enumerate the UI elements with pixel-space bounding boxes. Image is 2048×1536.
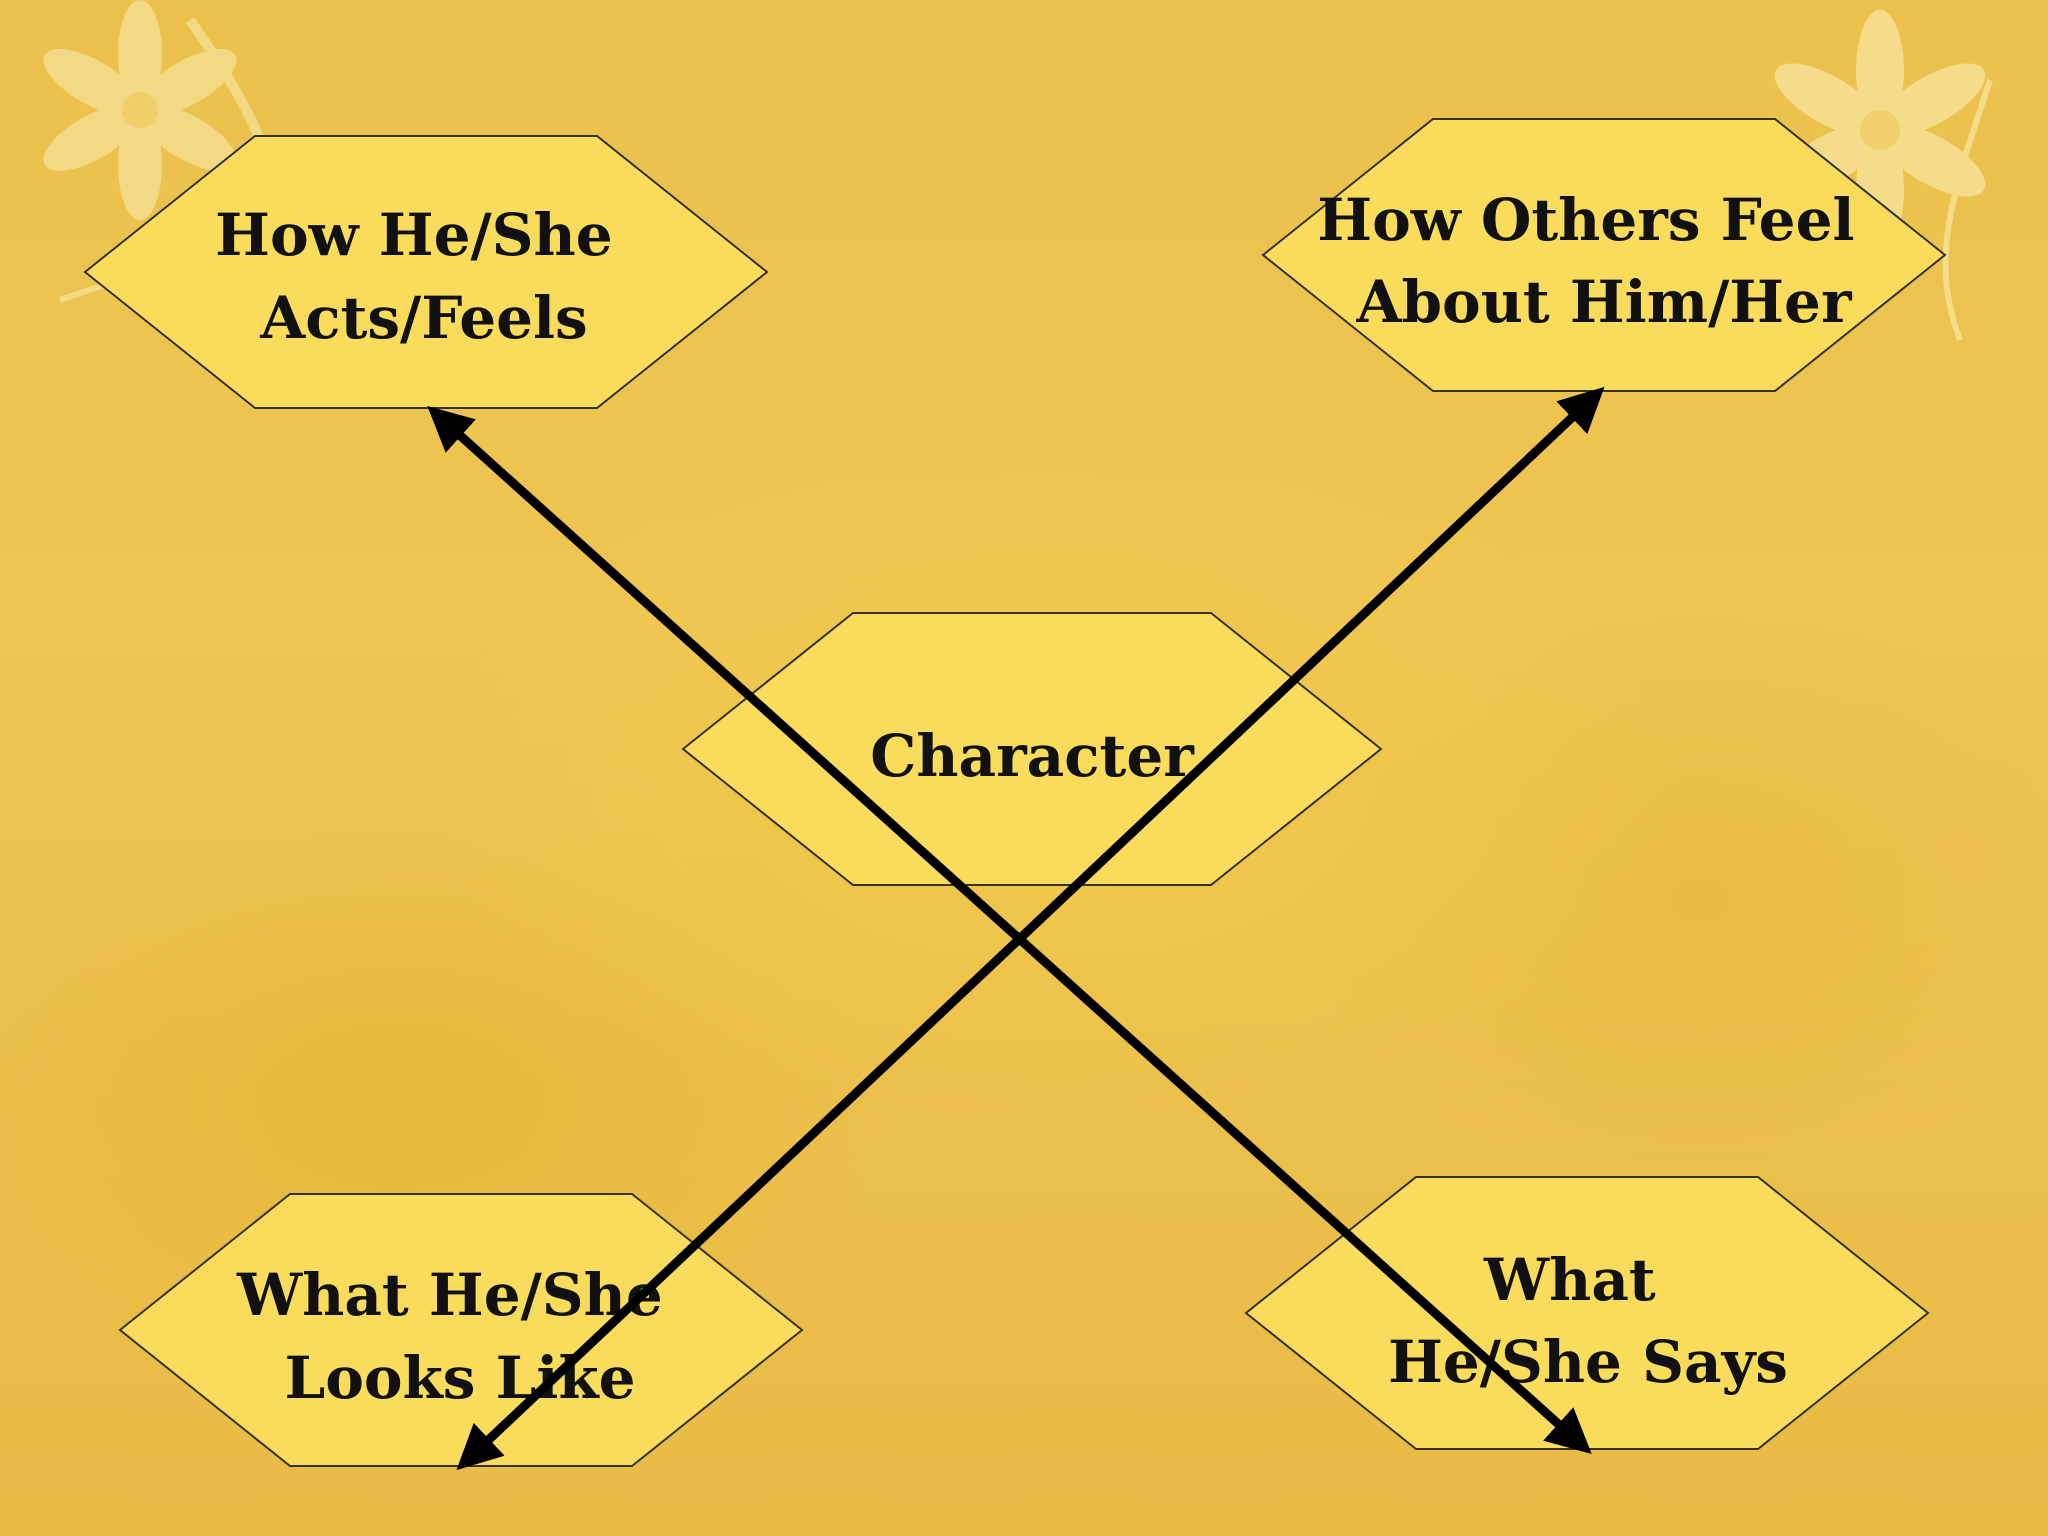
- center-label: Character: [870, 722, 1195, 790]
- hexagon-center: Character: [681, 612, 1383, 886]
- node-top-right-line-2: About Him/Her: [1355, 268, 1852, 336]
- svg-text:How Others Feel About: How Others Feel About Him/Her: [1317, 186, 1874, 336]
- node-bottom-right-line-2: He/She Says: [1388, 1328, 1788, 1396]
- hexagon-bottom-right: What He/She Says: [1244, 1176, 1930, 1450]
- flower-decoration-right: [1774, 10, 1993, 342]
- node-top-right-line-1: How Others Feel: [1317, 186, 1854, 254]
- node-top-left-line-2: Acts/Feels: [259, 284, 587, 352]
- hexagon-top-left: How He/She Acts/Feels: [83, 135, 769, 409]
- node-top-left-line-1: How He/She: [215, 201, 612, 269]
- hexagon-top-right: How Others Feel About Him/Her: [1261, 118, 1947, 392]
- node-bottom-left-line-1: What He/She: [236, 1261, 663, 1329]
- arrow-to-others-feel: [456, 386, 1605, 1471]
- node-bottom-right-line-1: What: [1483, 1246, 1656, 1314]
- svg-text:How He/She Acts/Feels: How He/She Acts/Feels: [215, 201, 633, 352]
